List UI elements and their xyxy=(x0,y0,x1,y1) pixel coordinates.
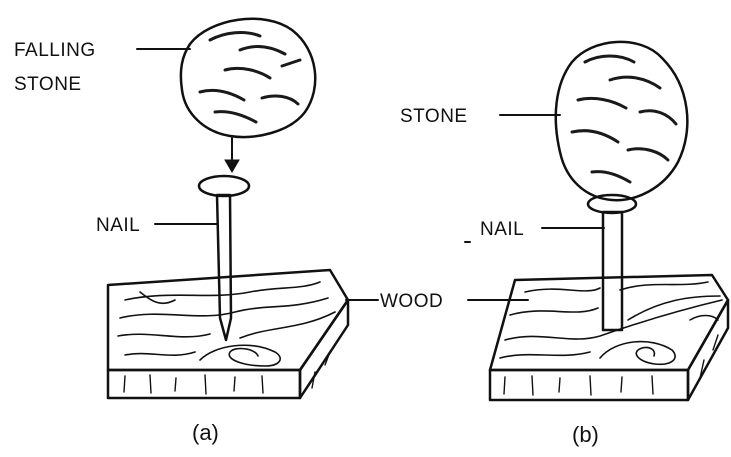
nail-shank-b xyxy=(603,212,622,330)
panel-b: STONE NAIL WOOD (b) xyxy=(346,42,728,447)
wood-top-face-b xyxy=(490,275,728,370)
label-nail-b: NAIL xyxy=(480,219,524,240)
wood-side-face-a xyxy=(300,300,348,398)
label-falling-stone-line2: STONE xyxy=(14,74,82,95)
nail-shank-a xyxy=(217,195,231,340)
fall-arrow-a xyxy=(225,138,239,172)
label-falling-stone-line1: FALLING xyxy=(14,40,96,61)
stone-b xyxy=(556,42,688,200)
wood-end-grain-b xyxy=(504,335,718,395)
label-wood: WOOD xyxy=(380,291,443,312)
wood-grain-a xyxy=(118,282,335,366)
label-nail-a: NAIL xyxy=(96,215,140,236)
stone-hatching-b xyxy=(572,56,676,182)
caption-a: (a) xyxy=(192,420,219,445)
label-stone-b: STONE xyxy=(400,106,468,127)
falling-stone-a xyxy=(181,19,315,137)
wood-block-b xyxy=(490,275,728,400)
wood-grain-b xyxy=(500,282,722,364)
stone-hatching-a xyxy=(200,33,300,122)
caption-b: (b) xyxy=(572,422,599,447)
wood-front-face-b xyxy=(490,370,688,400)
wood-front-face-a xyxy=(108,370,300,398)
nail-head-a xyxy=(199,176,249,196)
nail-head-b xyxy=(588,195,636,213)
panel-a: FALLING STONE NAIL (a) xyxy=(14,19,348,445)
